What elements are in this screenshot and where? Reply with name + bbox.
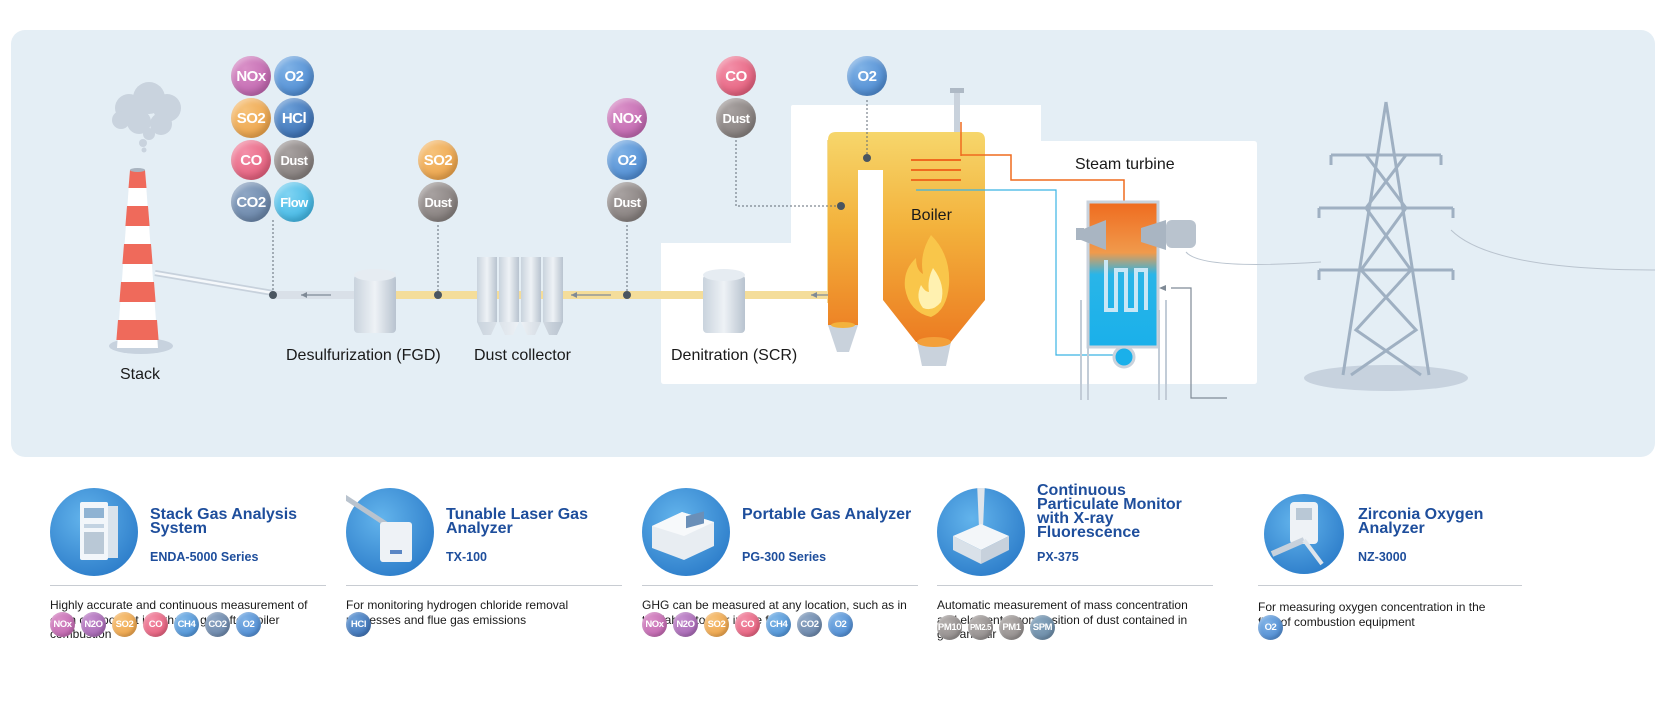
pm25-chip: PM2.5 — [968, 615, 993, 640]
product-title: Continuous Particulate Monitor with X-ra… — [1037, 482, 1182, 541]
o2-badge: O2 — [847, 56, 887, 96]
cabinet-analyzer-icon — [50, 488, 138, 576]
product-title: Stack Gas Analysis System — [150, 506, 298, 537]
component-chips: NOx N2O SO2 CO CH4 CO2 O2 — [642, 612, 853, 637]
portable-analyzer-icon — [642, 488, 730, 576]
product-model: PX-375 — [1037, 550, 1079, 564]
so2-chip: SO2 — [704, 612, 729, 637]
pm10-chip: PM10 — [937, 615, 962, 640]
steam-turbine-label: Steam turbine — [1075, 156, 1175, 173]
hcl-chip: HCl — [346, 612, 371, 637]
o2-chip: O2 — [1258, 615, 1283, 640]
divider — [1258, 585, 1522, 586]
sampling-lines — [272, 100, 868, 295]
dust-badge: Dust — [418, 182, 458, 222]
scr-unit — [703, 269, 745, 333]
dust-collector-label: Dust collector — [474, 347, 571, 364]
product-title: Tunable Laser Gas Analyzer — [446, 506, 588, 537]
transmission-tower — [1304, 101, 1468, 391]
fgd-label: Desulfurization (FGD) — [286, 347, 441, 364]
product-model: NZ-3000 — [1358, 550, 1407, 564]
dust-badge: Dust — [607, 182, 647, 222]
n2o-chip: N2O — [673, 612, 698, 637]
spm-chip: SPM — [1030, 615, 1055, 640]
o2-badge: O2 — [274, 56, 314, 96]
divider — [346, 585, 622, 586]
steam-turbine-unit — [1076, 200, 1227, 400]
scr-label: Denitration (SCR) — [671, 347, 798, 364]
component-chips: PM10 PM2.5 PM1 SPM — [937, 615, 1055, 640]
component-chips: HCl — [346, 612, 371, 637]
product-description: For monitoring hydrogen chloride removal… — [346, 598, 569, 627]
divider — [937, 585, 1213, 586]
dust-badge: Dust — [716, 98, 756, 138]
hcl-badge: HCl — [274, 98, 314, 138]
nox-chip: NOx — [50, 612, 75, 637]
process-diagram: NOx O2 SO2 HCl CO Dust CO2 Flow SO2 Dust… — [11, 30, 1655, 457]
co-chip: CO — [143, 612, 168, 637]
co2-badge: CO2 — [231, 182, 271, 222]
stack-chimney — [116, 168, 159, 348]
co2-chip: CO2 — [205, 612, 230, 637]
so2-chip: SO2 — [112, 612, 137, 637]
zirconia-probe-icon — [1264, 494, 1344, 574]
smoke — [112, 82, 181, 153]
so2-badge: SO2 — [231, 98, 271, 138]
laser-probe-icon — [332, 487, 434, 576]
divider — [642, 585, 918, 586]
product-model: ENDA-5000 Series — [150, 550, 259, 564]
n2o-chip: N2O — [81, 612, 106, 637]
boiler-unit — [828, 88, 985, 366]
flow-badge: Flow — [274, 182, 314, 222]
co-badge: CO — [716, 56, 756, 96]
particulate-monitor-icon — [937, 480, 1025, 576]
product-description: For measuring oxygen concentration in th… — [1258, 600, 1486, 629]
divider — [50, 585, 326, 586]
pm1-chip: PM1 — [999, 615, 1024, 640]
boiler-label: Boiler — [911, 207, 952, 224]
component-chips: O2 — [1258, 615, 1283, 640]
dust-badge: Dust — [274, 140, 314, 180]
nox-badge: NOx — [231, 56, 271, 96]
product-title: Portable Gas Analyzer — [742, 506, 912, 523]
product-model: TX-100 — [446, 550, 487, 564]
nox-badge: NOx — [607, 98, 647, 138]
co-chip: CO — [735, 612, 760, 637]
plant-illustration — [109, 82, 1655, 400]
co2-chip: CO2 — [797, 612, 822, 637]
component-chips: NOx N2O SO2 CO CH4 CO2 O2 — [50, 612, 261, 637]
o2-chip: O2 — [828, 612, 853, 637]
product-model: PG-300 Series — [742, 550, 827, 564]
ch4-chip: CH4 — [766, 612, 791, 637]
co-badge: CO — [231, 140, 271, 180]
sampling-points — [269, 154, 871, 299]
o2-badge: O2 — [607, 140, 647, 180]
so2-badge: SO2 — [418, 140, 458, 180]
dust-collector-unit — [477, 257, 563, 335]
product-title: Zirconia Oxygen Analyzer — [1358, 506, 1484, 537]
stack-label: Stack — [120, 366, 161, 383]
fgd-unit — [354, 269, 396, 333]
o2-chip: O2 — [236, 612, 261, 637]
nox-chip: NOx — [642, 612, 667, 637]
ch4-chip: CH4 — [174, 612, 199, 637]
